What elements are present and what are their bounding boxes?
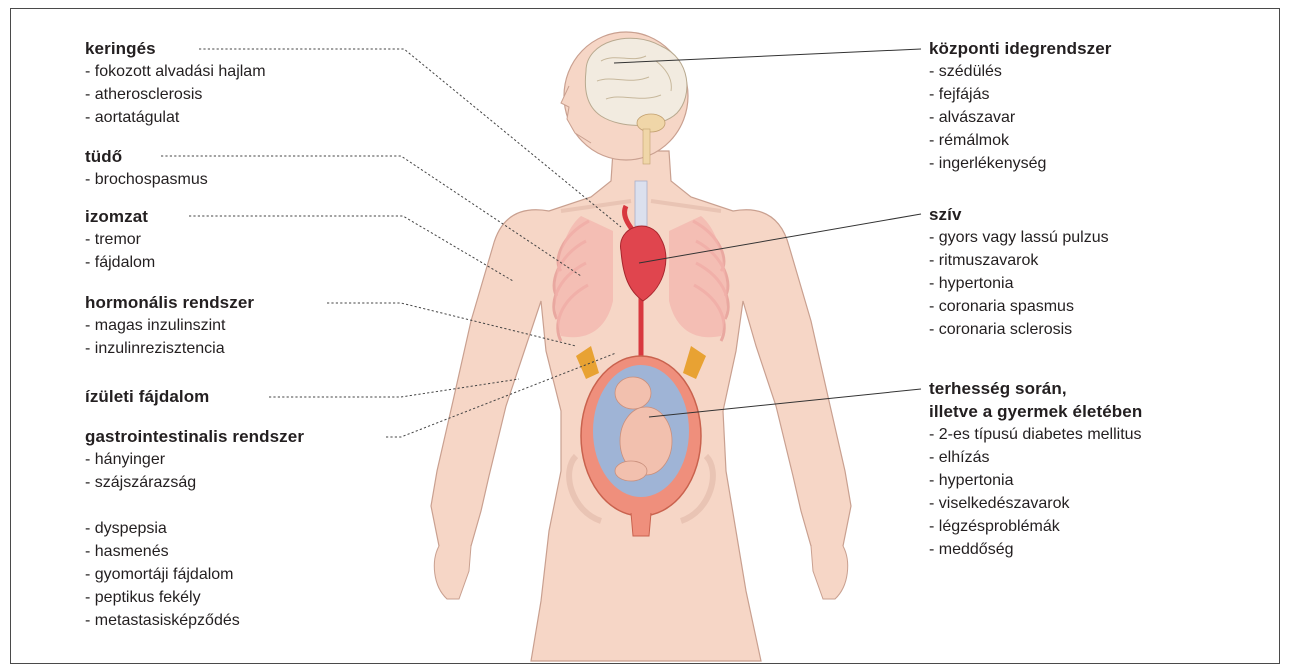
- cerebellum: [637, 114, 665, 132]
- label-item: - szédülés: [929, 60, 1112, 83]
- label-terhesseg: terhesség során, illetve a gyermek életé…: [929, 377, 1142, 561]
- cervix: [631, 513, 651, 536]
- label-item: - légzésproblémák: [929, 515, 1142, 538]
- label-item: - 2-es típusú diabetes mellitus: [929, 423, 1142, 446]
- label-item: - fokozott alvadási hajlam: [85, 60, 266, 83]
- label-item: - hányinger: [85, 448, 304, 471]
- label-item: - fájdalom: [85, 251, 155, 274]
- label-item: - magas inzulinszint: [85, 314, 254, 337]
- label-item: - atherosclerosis: [85, 83, 266, 106]
- label-item: - hasmenés: [85, 540, 304, 563]
- label-tudo: tüdő - brochospasmus: [85, 145, 208, 191]
- label-item: - viselkedészavarok: [929, 492, 1142, 515]
- label-item: - meddőség: [929, 538, 1142, 561]
- label-gastro: gastrointestinalis rendszer - hányinger …: [85, 425, 304, 632]
- label-title: gastrointestinalis rendszer: [85, 425, 304, 448]
- label-item: - hypertonia: [929, 272, 1109, 295]
- label-item: - peptikus fekély: [85, 586, 304, 609]
- trachea: [635, 181, 647, 226]
- label-item: - coronaria sclerosis: [929, 318, 1109, 341]
- label-item: - gyomortáji fájdalom: [85, 563, 304, 586]
- label-title-line2: illetve a gyermek életében: [929, 400, 1142, 423]
- label-item: - alvászavar: [929, 106, 1112, 129]
- left-hand: [434, 546, 471, 599]
- label-keringes: keringés - fokozott alvadási hajlam - at…: [85, 37, 266, 129]
- label-item: - fejfájás: [929, 83, 1112, 106]
- brainstem: [643, 129, 650, 164]
- label-title: tüdő: [85, 145, 208, 168]
- label-hormonalis: hormonális rendszer - magas inzulinszint…: [85, 291, 254, 360]
- label-item: - dyspepsia: [85, 517, 304, 540]
- label-sziv: szív - gyors vagy lassú pulzus - ritmusz…: [929, 203, 1109, 341]
- label-kozponti: központi idegrendszer - szédülés - fejfá…: [929, 37, 1112, 175]
- label-title: keringés: [85, 37, 266, 60]
- label-item: - ritmuszavarok: [929, 249, 1109, 272]
- label-title: izomzat: [85, 205, 155, 228]
- figure-frame: keringés - fokozott alvadási hajlam - at…: [10, 8, 1280, 664]
- leader-izomzat: [189, 216, 513, 281]
- label-item: - szájszárazság: [85, 471, 304, 494]
- label-title: szív: [929, 203, 1109, 226]
- label-title: ízületi fájdalom: [85, 385, 209, 408]
- label-title: hormonális rendszer: [85, 291, 254, 314]
- label-item: - elhízás: [929, 446, 1142, 469]
- label-item: - aortatágulat: [85, 106, 266, 129]
- label-item: - inzulinrezisztencia: [85, 337, 254, 360]
- label-title: központi idegrendszer: [929, 37, 1112, 60]
- female-body-silhouette: [431, 32, 851, 661]
- brain: [585, 38, 687, 125]
- label-item: - hypertonia: [929, 469, 1142, 492]
- label-izuleti: ízületi fájdalom: [85, 385, 209, 408]
- label-title: terhesség során,: [929, 377, 1142, 400]
- right-hand: [811, 546, 848, 599]
- label-item: - tremor: [85, 228, 155, 251]
- gap: [85, 494, 304, 517]
- label-item: - gyors vagy lassú pulzus: [929, 226, 1109, 249]
- label-item: - rémálmok: [929, 129, 1112, 152]
- label-item: - metastasisképződés: [85, 609, 304, 632]
- label-item: - coronaria spasmus: [929, 295, 1109, 318]
- label-item: - ingerlékenység: [929, 152, 1112, 175]
- label-item: - brochospasmus: [85, 168, 208, 191]
- label-izomzat: izomzat - tremor - fájdalom: [85, 205, 155, 274]
